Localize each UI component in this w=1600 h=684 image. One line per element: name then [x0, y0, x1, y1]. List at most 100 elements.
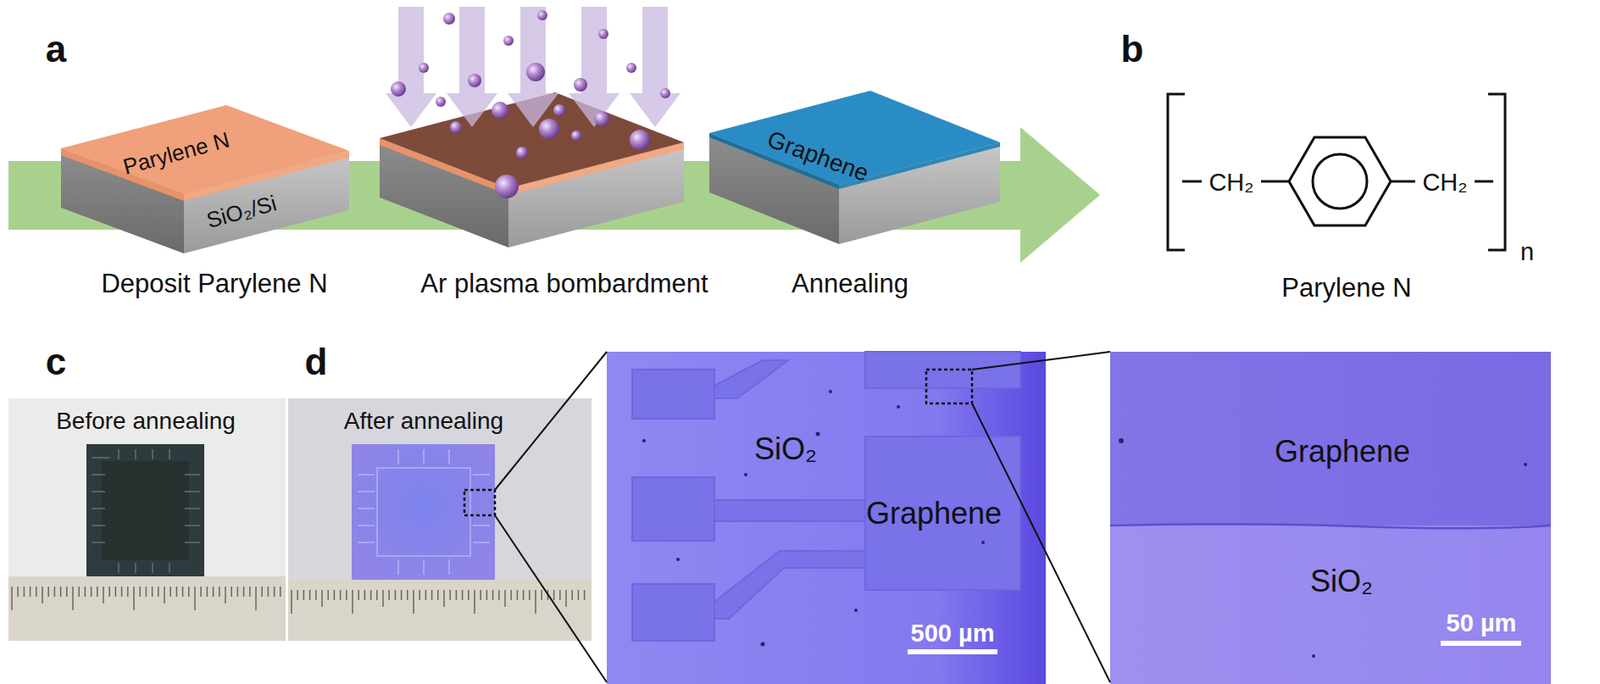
ruler-tick [406, 589, 409, 600]
ruler-tick [437, 589, 439, 600]
ruler-tick [296, 589, 299, 600]
ruler-tick [151, 586, 154, 597]
ruler-tick [559, 589, 562, 600]
ruler-tick [376, 589, 378, 600]
ruler-tick [243, 586, 245, 597]
step-label: Ar plasma bombardment [420, 269, 708, 299]
step-label: Deposit Parylene N [100, 269, 328, 299]
ruler-tick [327, 589, 329, 600]
ruler-tick [315, 589, 317, 600]
ruler-tick [473, 589, 476, 614]
ruler-tick [108, 586, 111, 597]
ruler-tick [571, 589, 573, 600]
ruler-tick [96, 586, 99, 597]
ruler-tick [425, 589, 428, 600]
ruler-tick [157, 586, 160, 597]
ruler-tick [443, 589, 445, 607]
ruler-tick [339, 589, 342, 600]
scale-bar-label: 50 µm [1446, 610, 1517, 638]
chemical-group: CH₂ [1208, 169, 1254, 197]
ruler-tick [133, 586, 135, 611]
panel-letter: b [1121, 28, 1145, 70]
ruler-tick [357, 589, 360, 600]
photo-caption: Before annealing [55, 408, 236, 435]
ruler-tick [510, 589, 512, 600]
ruler-tick [553, 589, 556, 600]
repeat-index: n [1520, 238, 1534, 267]
ruler-tick [224, 586, 227, 604]
photo-panel: After annealing [288, 398, 592, 641]
ruler-tick [84, 586, 87, 597]
ruler-tick [182, 586, 184, 597]
ruler-tick [41, 586, 44, 604]
ruler-tick [72, 586, 74, 611]
region-label: Graphene [1274, 434, 1411, 469]
ruler-tick [267, 586, 270, 597]
ruler-tick [540, 589, 543, 600]
ruler-tick [47, 586, 50, 597]
ruler-tick [23, 586, 26, 597]
ruler-tick [90, 586, 93, 597]
ruler-tick [35, 586, 38, 597]
ruler-tick [455, 589, 458, 600]
structure-caption: Parylene N [1281, 273, 1412, 303]
ruler-tick [467, 589, 470, 600]
ruler-tick [364, 589, 367, 600]
ruler-tick [230, 586, 233, 597]
ruler-tick [345, 589, 348, 600]
photo-panel: Before annealing [8, 398, 286, 641]
ruler-tick [163, 586, 166, 604]
ruler-tick [388, 589, 390, 600]
ruler-tick [449, 589, 451, 600]
ruler-tick [200, 586, 202, 597]
ruler-tick [479, 589, 482, 600]
ruler-tick [309, 589, 312, 600]
ruler-tick [290, 589, 293, 614]
ruler-tick [577, 589, 580, 600]
ruler-tick [279, 586, 282, 597]
panel-letter: a [45, 28, 67, 70]
ruler-tick [583, 589, 586, 600]
scale-bar-label: 500 µm [911, 620, 995, 648]
ruler-tick [127, 586, 129, 597]
ruler-tick [218, 586, 221, 597]
ruler-tick [102, 586, 105, 604]
ruler-tick [321, 589, 323, 607]
ruler-tick [29, 586, 32, 597]
ruler-tick [11, 586, 13, 611]
panel-letter: c [45, 341, 67, 383]
ruler-tick [145, 586, 148, 597]
ruler-tick [16, 586, 19, 597]
ruler-tick [370, 589, 373, 600]
ruler-tick [66, 586, 68, 597]
ruler-tick [121, 586, 123, 597]
ruler-tick [138, 586, 141, 597]
chemical-group: CH₂ [1422, 169, 1467, 197]
ruler-tick [394, 589, 397, 600]
ruler-tick [273, 586, 276, 597]
ruler-tick [212, 586, 215, 597]
ruler-tick [400, 589, 403, 600]
ruler-tick [351, 589, 354, 614]
ruler-tick [54, 586, 56, 597]
ruler-tick [412, 589, 415, 614]
ruler-tick [528, 589, 531, 600]
ruler-tick [115, 586, 117, 597]
ruler-tick [516, 589, 519, 600]
ruler-tick [333, 589, 336, 600]
ruler-tick [176, 586, 178, 597]
ruler-tick [486, 589, 489, 600]
ruler-tick [522, 589, 525, 600]
ruler-tick [382, 589, 384, 607]
photo-caption: After annealing [344, 408, 504, 435]
ruler-tick [303, 589, 306, 600]
region-label: Graphene [866, 496, 1002, 531]
ruler-tick [237, 586, 239, 597]
ruler-tick [77, 586, 80, 597]
ruler-tick [249, 586, 251, 597]
ruler-tick [498, 589, 500, 600]
ruler-tick [194, 586, 196, 611]
micrograph-panel: SiO₂Graphene500 µm [606, 351, 1046, 684]
ruler-tick [169, 586, 172, 597]
ruler-tick [60, 586, 62, 597]
